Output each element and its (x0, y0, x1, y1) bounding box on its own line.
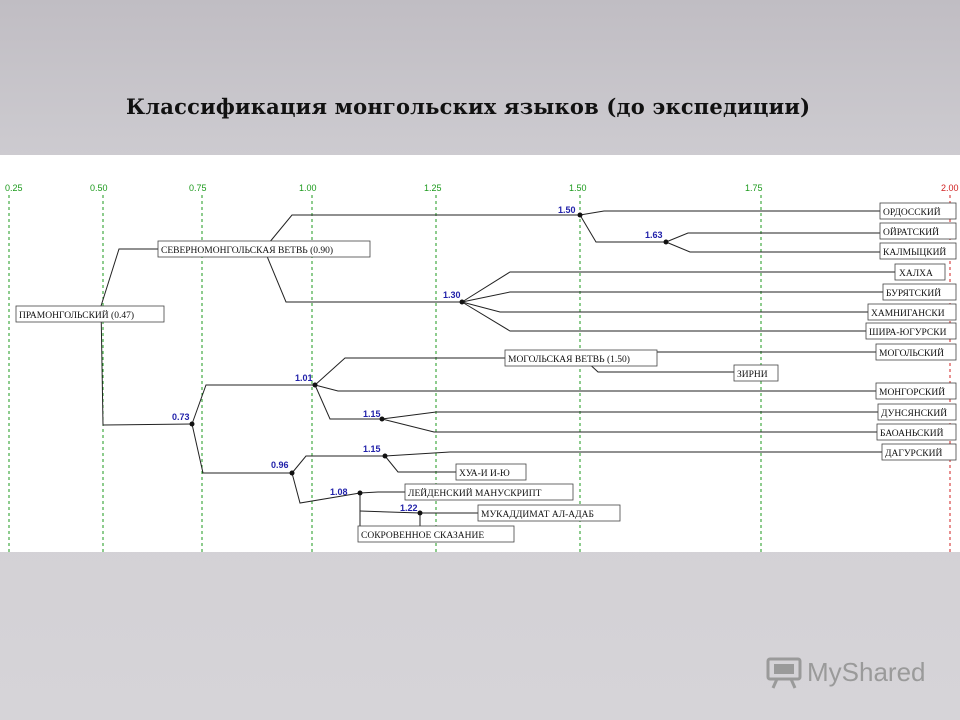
leaf-mongorsky: МОНГОРСКИЙ (875, 382, 957, 400)
myshared-logo: MyShared (765, 655, 935, 695)
node-box-north: СЕВЕРНОМОНГОЛЬСКАЯ ВЕТВЬ (0.90) (157, 240, 371, 258)
leaf-khamnigan: ХАМНИГАНСКИ (867, 303, 957, 321)
node-value: (0.90) (310, 245, 333, 256)
node-name: ПРАМОНГОЛЬСКИЙ (19, 309, 109, 321)
leaf-label: ХУА-И И-Ю (459, 469, 510, 479)
node-value-label: 1.22 (400, 503, 418, 513)
tick-label: 1.50 (569, 183, 587, 193)
tick-label: 0.25 (5, 183, 23, 193)
leaf-label: ШИРА-ЮГУРСКИ (869, 328, 947, 338)
tree-node (189, 421, 195, 427)
leaf-mukaddimat: МУКАДДИМАТ АЛ-АДАБ (477, 504, 621, 522)
tree-node (459, 299, 465, 305)
tree-node (379, 416, 385, 422)
svg-text:СЕВЕРНОМОНГОЛЬСКАЯ ВЕТВЬ (0.90: СЕВЕРНОМОНГОЛЬСКАЯ ВЕТВЬ (0.90) (161, 245, 333, 256)
leaf-oirat: ОЙРАТСКИЙ (879, 222, 957, 240)
node-name: СЕВЕРНОМОНГОЛЬСКАЯ ВЕТВЬ (161, 246, 308, 256)
tree-nodes (189, 212, 669, 516)
node-value-label: 0.96 (271, 460, 289, 470)
leaf-secret: СОКРОВЕННОЕ СКАЗАНИЕ (357, 525, 515, 543)
svg-text:ПРАМОНГОЛЬСКИЙ (0.47): ПРАМОНГОЛЬСКИЙ (0.47) (19, 309, 134, 321)
leaf-label: БАОАНЬСКИЙ (880, 427, 944, 439)
leaf-label: ЛЕЙДЕНСКИЙ МАНУСКРИПТ (408, 487, 542, 499)
node-value: (1.50) (607, 354, 630, 365)
tree-node (289, 470, 295, 476)
leaf-label: МУКАДДИМАТ АЛ-АДАБ (481, 510, 594, 520)
tree-node (417, 510, 423, 516)
leaf-label: МОГОЛЬСКИЙ (879, 347, 944, 359)
leaf-leiden: ЛЕЙДЕНСКИЙ МАНУСКРИПТ (404, 483, 574, 501)
leaf-label: ДУНСЯНСКИЙ (881, 407, 947, 419)
node-box-mogol: МОГОЛЬСКАЯ ВЕТВЬ (1.50) (504, 349, 658, 367)
slide-title: Классификация монгольских языков (до экс… (126, 94, 811, 119)
node-value-label: 1.15 (363, 409, 381, 419)
node-value: (0.47) (111, 310, 134, 321)
tick-label: 1.75 (745, 183, 763, 193)
leaf-label: ДАГУРСКИЙ (885, 447, 942, 459)
node-value-label: 1.08 (330, 487, 348, 497)
tree-node (577, 212, 583, 218)
node-name: МОГОЛЬСКАЯ ВЕТВЬ (508, 355, 605, 365)
tree-node (663, 239, 669, 245)
node-value-label: 1.50 (558, 205, 576, 215)
leaf-khuayi: ХУА-И И-Ю (455, 463, 527, 481)
dendrogram: 0.25 0.50 0.75 1.00 1.25 1.50 1.75 2.00 (5, 183, 959, 552)
node-value-label: 0.73 (172, 412, 190, 422)
leaf-dagur: ДАГУРСКИЙ (881, 443, 957, 461)
leaf-label: МОНГОРСКИЙ (879, 386, 945, 398)
projector-icon (766, 657, 802, 689)
node-value-label: 1.30 (443, 290, 461, 300)
dendrogram-panel: 0.25 0.50 0.75 1.00 1.25 1.50 1.75 2.00 (0, 155, 960, 552)
leaf-label: ХАМНИГАНСКИ (871, 309, 945, 319)
tick-label: 0.75 (189, 183, 207, 193)
node-value-label: 1.63 (645, 230, 663, 240)
leaf-baoan: БАОАНЬСКИЙ (876, 423, 957, 441)
tick-label: 2.00 (941, 183, 959, 193)
leaf-label: СОКРОВЕННОЕ СКАЗАНИЕ (361, 531, 484, 541)
leaf-label: ОЙРАТСКИЙ (883, 226, 939, 238)
leaf-kalmyk: КАЛМЫЦКИЙ (879, 242, 957, 260)
tick-label: 1.00 (299, 183, 317, 193)
leaf-zirni: ЗИРНИ (733, 364, 779, 382)
leaf-khalkha: ХАЛХА (894, 263, 946, 281)
tree-node (312, 382, 318, 388)
leaf-dunsyan: ДУНСЯНСКИЙ (877, 403, 957, 421)
tree-node (382, 453, 388, 459)
svg-text:МОГОЛЬСКАЯ ВЕТВЬ (1.50): МОГОЛЬСКАЯ ВЕТВЬ (1.50) (508, 354, 630, 365)
leaf-label: КАЛМЫЦКИЙ (883, 246, 946, 258)
leaf-buryat: БУРЯТСКИЙ (882, 283, 957, 301)
logo-text: MyShared (807, 657, 926, 687)
leaf-label: ЗИРНИ (737, 370, 768, 380)
node-value-label: 1.01 (295, 373, 313, 383)
node-value-label: 1.15 (363, 444, 381, 454)
leaf-label: ОРДОССКИЙ (883, 206, 941, 218)
leaf-ordos: ОРДОССКИЙ (879, 202, 957, 220)
leaf-label: ХАЛХА (899, 269, 933, 279)
leaf-shira: ШИРА-ЮГУРСКИ (865, 322, 957, 340)
tick-label: 0.50 (90, 183, 108, 193)
tick-label: 1.25 (424, 183, 442, 193)
leaf-mogolsky: МОГОЛЬСКИЙ (875, 343, 957, 361)
node-box-root: ПРАМОНГОЛЬСКИЙ (0.47) (15, 305, 165, 323)
leaf-label: БУРЯТСКИЙ (886, 287, 941, 299)
tree-node (357, 490, 363, 496)
